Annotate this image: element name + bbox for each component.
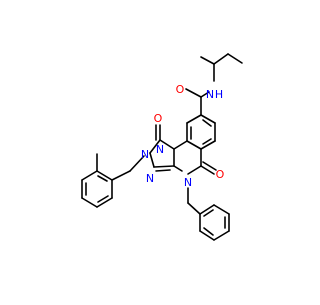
- amide-oxygen-label: O: [176, 83, 185, 96]
- triazolone-oxygen-label: O: [154, 112, 163, 125]
- triazole-n3-label: N: [146, 172, 154, 185]
- amide-hydrogen-label: H: [215, 88, 223, 101]
- structure-svg: O N H O N N N O N: [81, 53, 243, 241]
- atom-labels: O N H O N N N O N: [141, 83, 225, 189]
- quinazoline-n4-label: N: [184, 176, 192, 189]
- triazole-n1-label: N: [156, 143, 164, 156]
- amide-nitrogen-label: N: [206, 88, 214, 101]
- molecule-drawing: O N H O N N N O N: [81, 53, 243, 241]
- quinazolinone-oxygen-label: O: [216, 168, 225, 181]
- carbon-skeleton: [81, 53, 243, 241]
- triazole-n2-label: N: [141, 148, 149, 161]
